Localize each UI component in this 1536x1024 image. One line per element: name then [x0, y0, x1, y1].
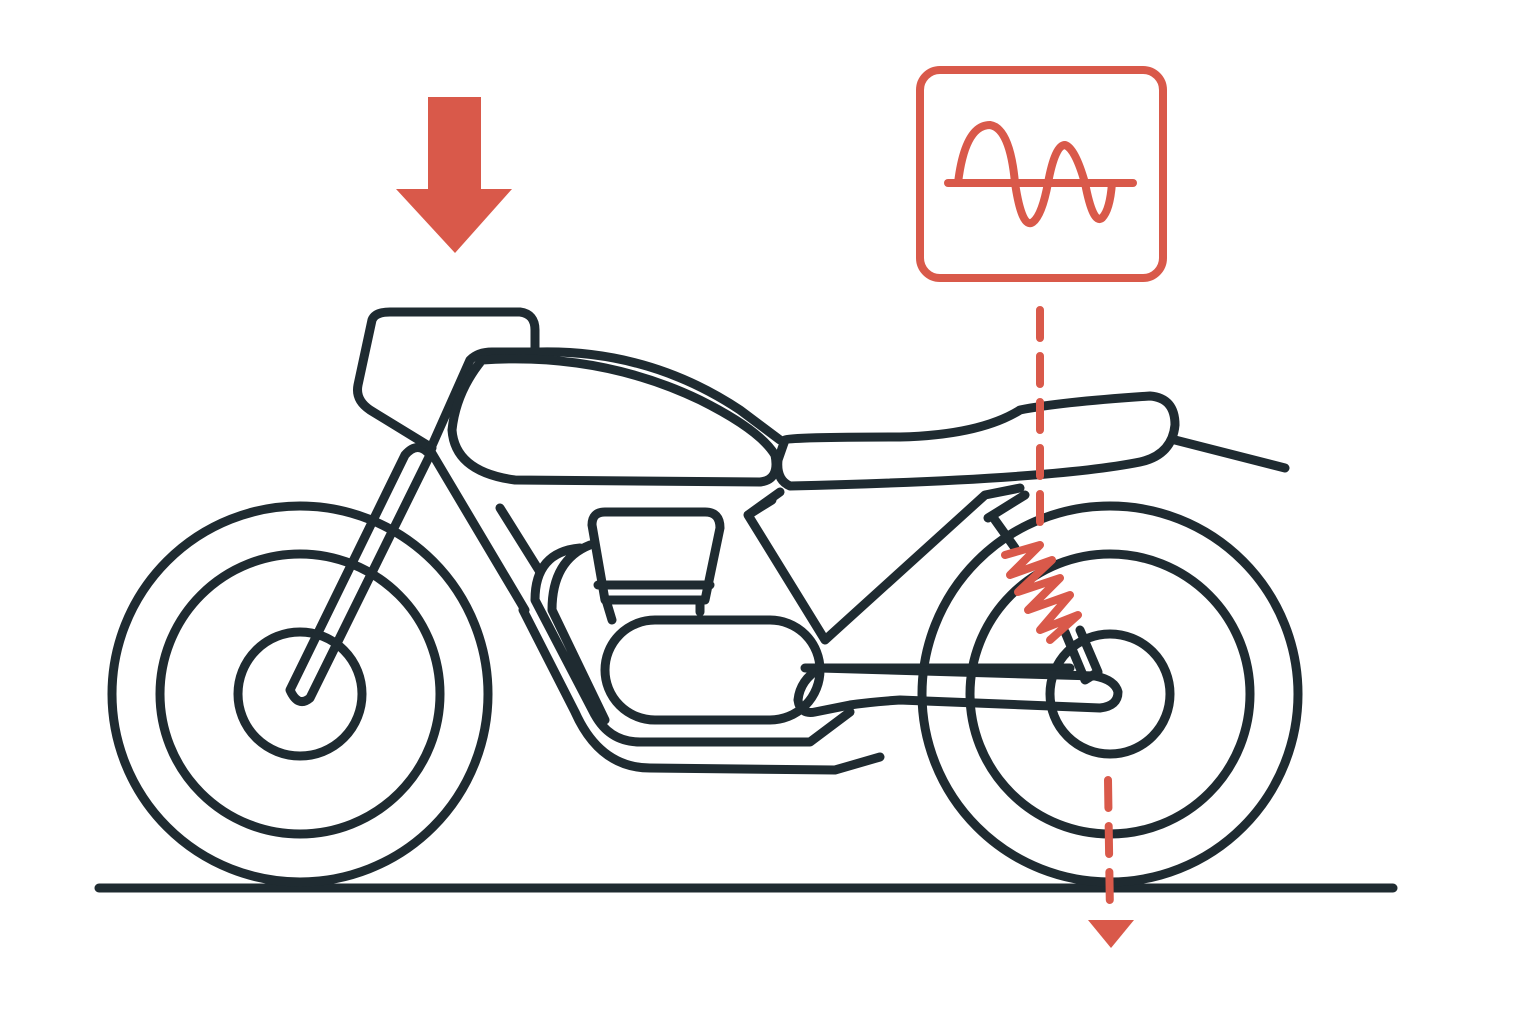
front-wheel — [107, 501, 493, 887]
down-triangle-icon — [1088, 920, 1134, 948]
front-fork — [285, 443, 435, 707]
exhaust-pipe — [518, 540, 885, 775]
waveform-icon — [916, 66, 1167, 282]
seat — [773, 391, 1290, 491]
shock-spring-icon — [1001, 541, 1082, 644]
ground-dashed-line — [1104, 776, 1114, 919]
fuel-tank — [447, 354, 781, 487]
shock-absorber — [983, 490, 1103, 685]
swingarm — [793, 663, 1123, 717]
front-fairing — [353, 307, 540, 453]
down-arrow-icon — [396, 97, 512, 253]
frame — [425, 347, 1075, 673]
engine-case — [600, 615, 825, 725]
engine-cylinder — [587, 507, 725, 625]
